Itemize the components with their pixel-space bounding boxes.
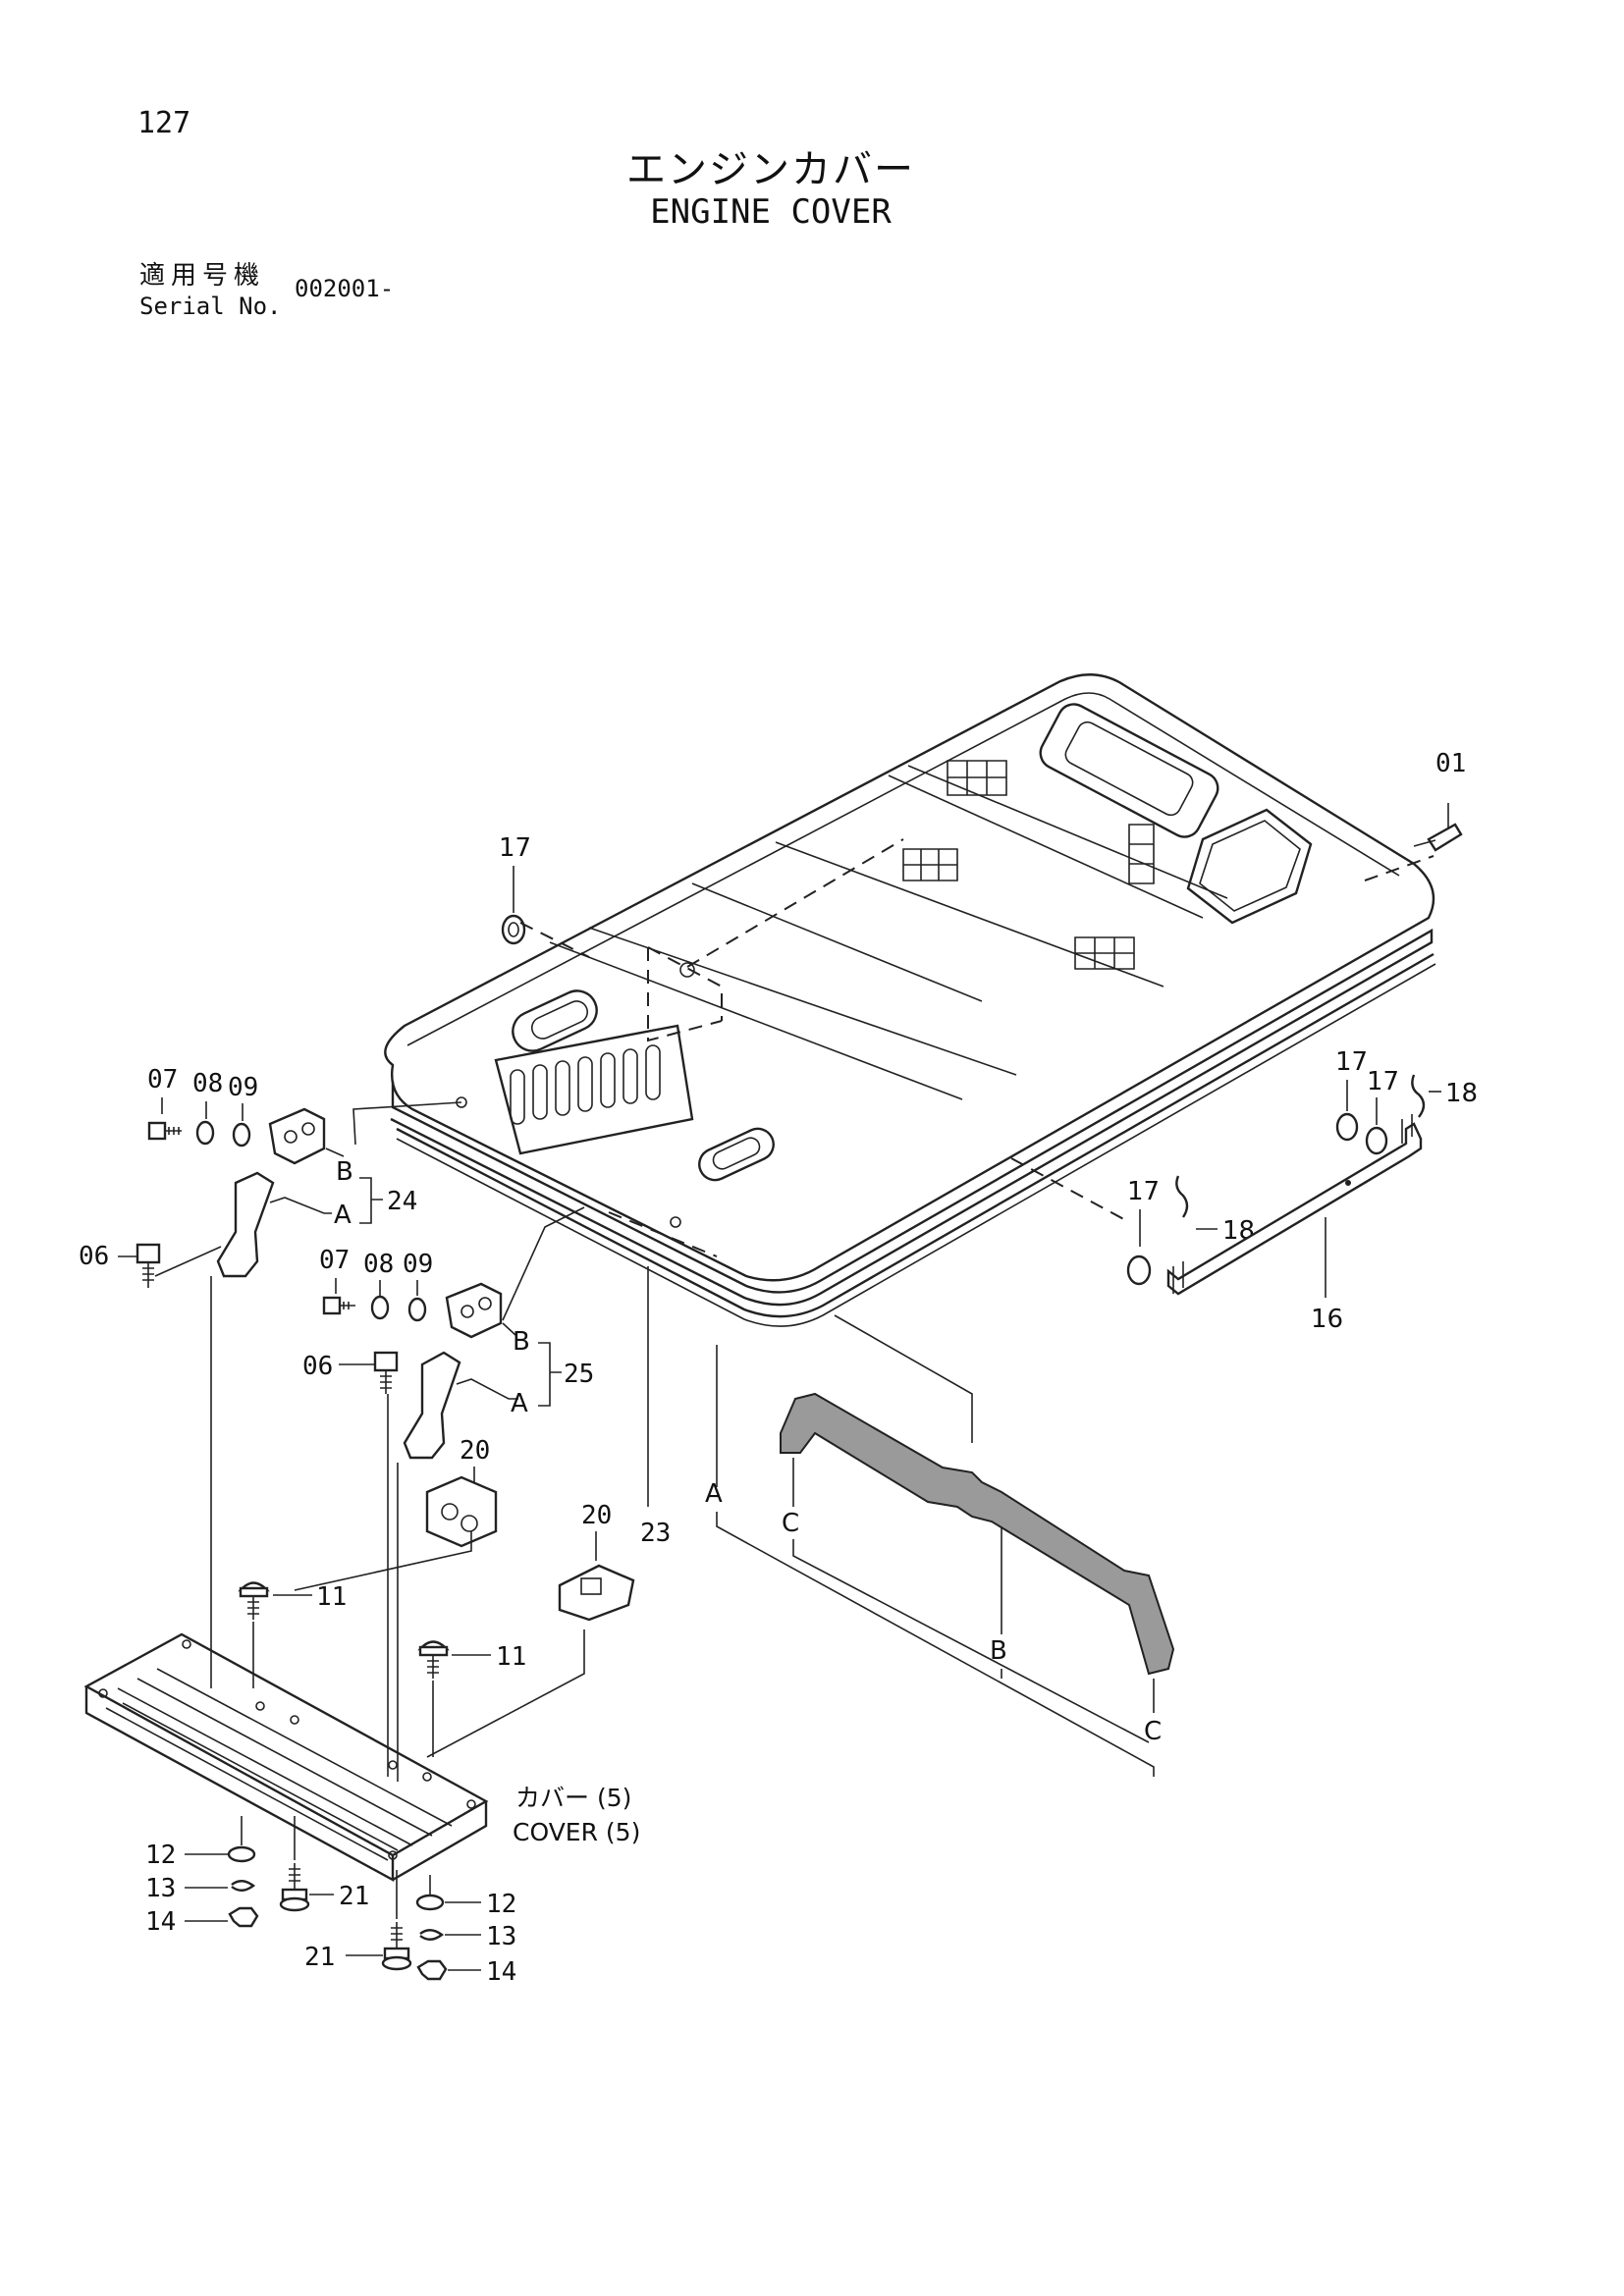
bolt-01-icon bbox=[1413, 803, 1463, 852]
callout-a-24: A bbox=[334, 1201, 352, 1230]
serial-number-value: 002001- bbox=[295, 275, 395, 302]
cover-note-english: COVER (5) bbox=[513, 1818, 640, 1846]
spring-washer-13-left-icon bbox=[231, 1880, 256, 1892]
callout-18-top: 18 bbox=[1445, 1079, 1478, 1108]
callout-08-a: 08 bbox=[192, 1069, 223, 1098]
callout-07-b: 07 bbox=[319, 1246, 350, 1275]
callout-24: 24 bbox=[387, 1187, 417, 1216]
callout-a-23: A bbox=[705, 1479, 723, 1509]
title-japanese: エンジンカバー bbox=[626, 147, 915, 192]
callout-21-right: 21 bbox=[304, 1943, 335, 1972]
callout-09-b: 09 bbox=[403, 1250, 433, 1279]
bracket-20-b-icon bbox=[558, 1564, 635, 1622]
spring-washer-13-right-icon bbox=[419, 1929, 445, 1941]
callout-c-top: C bbox=[782, 1509, 799, 1538]
latch-a-25-icon bbox=[403, 1351, 461, 1460]
callout-17-right-b: 17 bbox=[1367, 1067, 1399, 1096]
callout-06-a: 06 bbox=[79, 1242, 109, 1271]
screw-07-b-icon bbox=[322, 1296, 342, 1315]
title-english: ENGINE COVER bbox=[650, 192, 892, 232]
callout-11-right: 11 bbox=[496, 1642, 526, 1672]
callout-a-25: A bbox=[511, 1389, 528, 1418]
bracket-20-a-icon bbox=[425, 1475, 498, 1548]
washer-08-b-icon bbox=[370, 1295, 390, 1320]
callout-08-b: 08 bbox=[363, 1250, 394, 1279]
grille-slots bbox=[510, 1044, 661, 1125]
cover-note-japanese: カバー (5) bbox=[515, 1784, 631, 1812]
callout-12-left: 12 bbox=[145, 1841, 176, 1870]
latch-a-24-icon bbox=[216, 1171, 275, 1278]
callout-01: 01 bbox=[1435, 749, 1466, 778]
callout-b-24: B bbox=[336, 1157, 353, 1187]
callout-16: 16 bbox=[1311, 1305, 1343, 1334]
callout-20-a: 20 bbox=[460, 1436, 490, 1466]
grid-pads bbox=[902, 760, 1155, 970]
callout-07-a: 07 bbox=[147, 1065, 178, 1095]
callout-b-strip: B bbox=[990, 1636, 1007, 1666]
washer-17-middle-icon bbox=[1126, 1255, 1152, 1286]
washer-12-right-icon bbox=[415, 1894, 445, 1911]
screw-07-icon bbox=[147, 1121, 182, 1141]
bolt-11-left-icon bbox=[238, 1581, 270, 1620]
washer-08-icon bbox=[195, 1120, 215, 1146]
bolt-06-left-icon bbox=[135, 1243, 161, 1288]
pin-18-lower-icon bbox=[1175, 1175, 1189, 1218]
callout-06-b: 06 bbox=[302, 1352, 333, 1381]
callout-13-left: 13 bbox=[145, 1874, 176, 1903]
bolt-21-right-icon bbox=[381, 1922, 412, 1971]
callout-25: 25 bbox=[564, 1360, 594, 1389]
support-rail-16-icon bbox=[1166, 1114, 1423, 1296]
nut-14-right-icon bbox=[416, 1959, 448, 1981]
callout-b-25: B bbox=[513, 1327, 530, 1357]
callout-11-left: 11 bbox=[316, 1582, 347, 1612]
washer-17-icon bbox=[501, 914, 526, 945]
callout-c-bottom: C bbox=[1144, 1717, 1162, 1746]
washer-12-left-icon bbox=[227, 1845, 256, 1863]
serial-label-english: Serial No. bbox=[139, 293, 282, 320]
callout-09-a: 09 bbox=[228, 1073, 258, 1102]
bolt-11-right-icon bbox=[417, 1640, 450, 1679]
washer-17-right-icon bbox=[1335, 1112, 1359, 1142]
callout-13-right: 13 bbox=[486, 1922, 516, 1951]
callout-17-top: 17 bbox=[499, 833, 531, 863]
page-number: 127 bbox=[137, 106, 191, 140]
cover-plate-5-icon bbox=[83, 1632, 489, 1883]
bolt-06-middle-icon bbox=[373, 1351, 399, 1394]
washer-09-b-icon bbox=[407, 1297, 427, 1322]
pin-18-icon bbox=[1411, 1074, 1426, 1118]
callout-14-left: 14 bbox=[145, 1907, 176, 1937]
nut-14-left-icon bbox=[228, 1906, 259, 1928]
callout-12-right: 12 bbox=[486, 1890, 516, 1919]
callout-23: 23 bbox=[640, 1519, 671, 1548]
serial-label-japanese: 適用号機 bbox=[139, 261, 266, 291]
callout-20-b: 20 bbox=[581, 1501, 612, 1530]
washer-09-icon bbox=[232, 1122, 251, 1148]
callout-17-middle: 17 bbox=[1127, 1177, 1160, 1206]
callout-14-right: 14 bbox=[486, 1957, 516, 1987]
bolt-21-left-icon bbox=[279, 1863, 310, 1912]
engine-cover-hood bbox=[384, 673, 1436, 1327]
callout-17-right-a: 17 bbox=[1335, 1047, 1368, 1077]
seal-strip-icon bbox=[780, 1392, 1175, 1676]
callout-21-left: 21 bbox=[339, 1882, 369, 1911]
